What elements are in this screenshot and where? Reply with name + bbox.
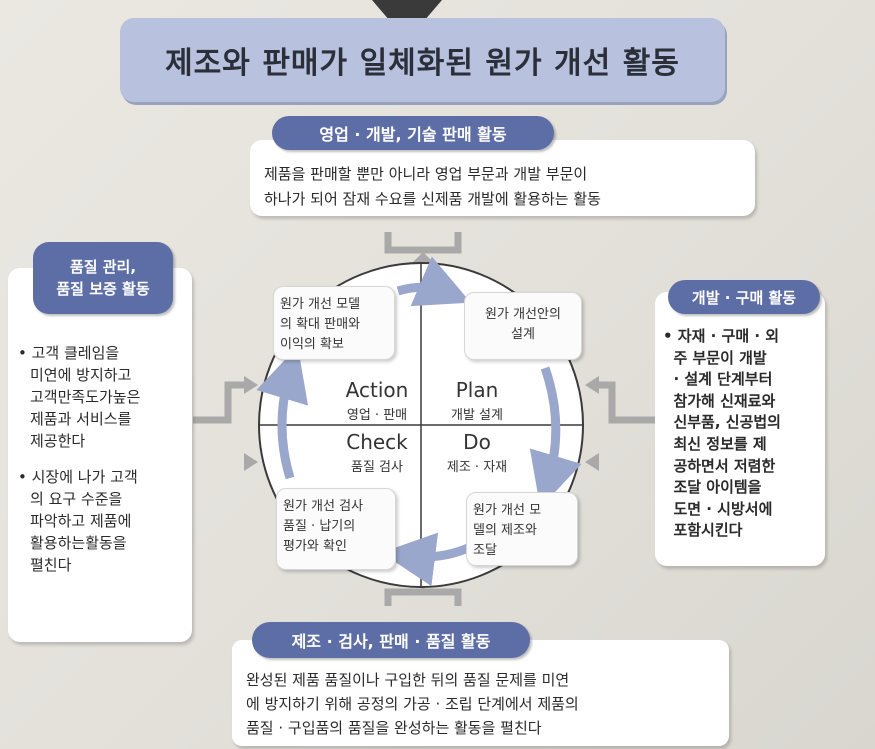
- quadrant-plan-title: Plan: [455, 378, 499, 402]
- left-activity-item: • 시장에 나가 고객 의 요구 수준을 파악하고 제품에 활용하는활동을 펼친…: [18, 468, 138, 574]
- connector-bottom: [384, 588, 462, 606]
- right-activity-text: • 자재 · 구매 · 외 주 부문이 개발 · 설계 단계부터 참가해 신재료…: [663, 327, 781, 540]
- quadrant-check-title: Check: [346, 430, 408, 454]
- bottom-activity-label: 제조 · 검사, 판매 · 품질 활동: [252, 622, 530, 658]
- top-down-arrow: [372, 0, 442, 18]
- connector-left: [193, 381, 245, 424]
- flow-arrow-right: [529, 366, 582, 508]
- quadrant-do: Do 제조 · 자재: [422, 430, 532, 475]
- flow-arrow-bottom: [381, 532, 470, 587]
- title-banner: 제조와 판매가 일체화된 원가 개선 활동: [120, 18, 725, 102]
- quadrant-check-subtitle: 품질 검사: [351, 460, 403, 475]
- connector-top: [384, 232, 462, 254]
- top-activity-box: 제품을 판매할 뿐만 아니라 영업 부문과 개발 부문이 하나가 되어 잠재 수…: [250, 140, 755, 216]
- step-box-do: 원가 개선 모 델의 제조와 조달: [466, 492, 578, 566]
- connector-left-head-2: [244, 453, 258, 471]
- connector-right-head-1: [585, 376, 599, 394]
- connector-right: [598, 381, 655, 424]
- step-box-plan: 원가 개선안의 설계: [464, 292, 582, 360]
- quadrant-action: Action 영업 · 판매: [322, 378, 432, 423]
- connector-right-head-2: [585, 453, 599, 471]
- right-activity-box: • 자재 · 구매 · 외 주 부문이 개발 · 설계 단계부터 참가해 신재료…: [655, 292, 825, 566]
- bottom-activity-text: 완성된 제품 품질이나 구입한 뒤의 품질 문제를 미연 에 방지하기 위해 공…: [246, 671, 579, 737]
- left-activity-list: • 고객 클레임을 미연에 방지하고 고객만족도가높은 제품과 서비스를 제공한…: [18, 342, 186, 590]
- quadrant-action-subtitle: 영업 · 판매: [346, 408, 408, 423]
- quadrant-do-title: Do: [463, 430, 491, 454]
- left-activity-item: • 고객 클레임을 미연에 방지하고 고객만족도가높은 제품과 서비스를 제공한…: [18, 344, 141, 450]
- left-activity-box: • 고객 클레임을 미연에 방지하고 고객만족도가높은 제품과 서비스를 제공한…: [8, 268, 192, 642]
- step-box-check: 원가 개선 검사 품질 · 납기의 평가와 확인: [276, 488, 396, 570]
- quadrant-do-subtitle: 제조 · 자재: [446, 460, 508, 475]
- quadrant-plan-subtitle: 개발 설계: [451, 408, 503, 423]
- left-activity-label: 품질 관리, 품질 보증 활동: [33, 242, 173, 314]
- top-activity-text: 제품을 판매할 뿐만 아니라 영업 부문과 개발 부문이 하나가 되어 잠재 수…: [264, 165, 601, 208]
- step-box-action: 원가 개선 모델 의 확대 판매와 이익의 확보: [273, 286, 395, 360]
- flow-arrow-top: [396, 256, 471, 307]
- page-title: 제조와 판매가 일체화된 원가 개선 활동: [165, 46, 680, 81]
- quadrant-check: Check 품질 검사: [322, 430, 432, 475]
- connector-left-head-1: [244, 376, 258, 394]
- quadrant-action-title: Action: [345, 378, 409, 402]
- flow-arrow-left: [256, 346, 309, 480]
- top-activity-label: 영업 · 개발, 기술 판매 활동: [272, 116, 554, 150]
- right-activity-label: 개발 · 구매 활동: [668, 280, 820, 314]
- quadrant-plan: Plan 개발 설계: [422, 378, 532, 423]
